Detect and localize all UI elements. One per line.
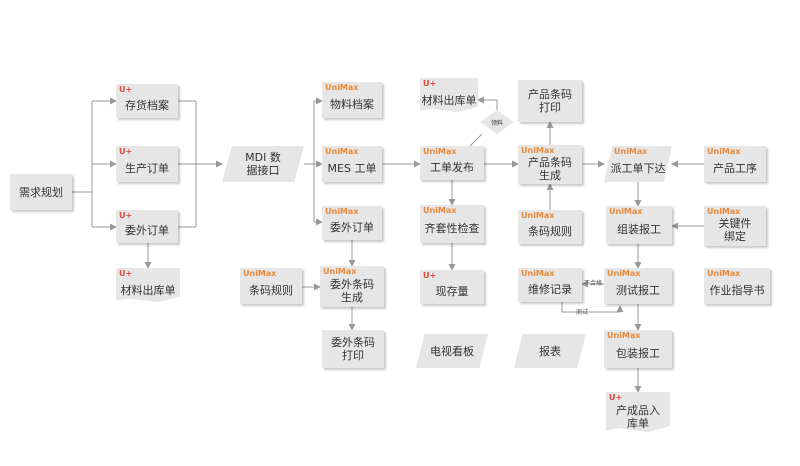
- mes-work-order-node: UniMax MES 工单: [322, 146, 382, 182]
- finished-goods-receipt-label: 产成品入 库单: [616, 404, 660, 430]
- uplus-tag: U+: [609, 393, 623, 402]
- dispatch-order-release-label: 派工单下达: [610, 161, 666, 175]
- fail-edge-label: 不合格: [584, 280, 603, 287]
- outsourcing-barcode-gen-label: 委外条码 生成: [330, 277, 374, 304]
- material-issue-top-node: U+ 材料出库单: [420, 78, 478, 112]
- unimax-tag: UniMax: [423, 206, 457, 215]
- finished-goods-receipt-node: U+ 产成品入 库单: [606, 392, 670, 432]
- report-label: 报表: [539, 344, 561, 358]
- inventory-archive-node: U+ 存货档案: [116, 84, 178, 118]
- mdi-interface-label: MDI 数 据接口: [245, 151, 281, 177]
- kitting-decision-label: 领料: [490, 119, 503, 127]
- test-report-label: 测试报工: [616, 283, 660, 297]
- barcode-rule-left-node: UniMax 条码规则: [240, 268, 302, 304]
- outsourcing-order-left-label: 委外订单: [125, 224, 169, 237]
- product-process-label: 产品工序: [713, 161, 757, 175]
- work-instruction-label: 作业指导书: [709, 283, 765, 297]
- production-order-node: U+ 生产订单: [116, 146, 178, 182]
- tv-board-label: 电视看板: [430, 344, 474, 358]
- outsourcing-barcode-print-node: 委外条码 打印: [322, 330, 384, 368]
- edge-decision-to-material-issue: [477, 96, 498, 110]
- unimax-tag: UniMax: [325, 147, 359, 156]
- barcode-rule-right-label: 条码规则: [528, 224, 572, 238]
- material-issue-left-label: 材料出库单: [120, 283, 176, 297]
- unimax-tag: UniMax: [423, 147, 457, 156]
- key-part-binding-node: UniMax 关键件 绑定: [704, 206, 766, 246]
- work-order-release-node: UniMax 工单发布: [420, 146, 484, 180]
- assembly-report-label: 组装报工: [617, 222, 661, 236]
- demand-planning-label: 需求规划: [19, 185, 63, 199]
- product-process-node: UniMax 产品工序: [704, 146, 766, 182]
- uplus-tag: U+: [423, 271, 437, 280]
- product-barcode-gen-label: 产品条码 生成: [528, 155, 572, 182]
- mdi-interface-node: MDI 数 据接口: [222, 146, 304, 182]
- unimax-tag: UniMax: [707, 147, 741, 156]
- repair-record-label: 维修记录: [528, 282, 572, 296]
- work-instruction-node: UniMax 作业指导书: [704, 268, 770, 304]
- test-report-node: UniMax 测试报工: [604, 268, 672, 304]
- unimax-tag: UniMax: [614, 147, 648, 156]
- demand-planning-node: 需求规划: [10, 174, 72, 210]
- uplus-tag: U+: [423, 79, 437, 88]
- material-issue-top-label: 材料出库单: [421, 93, 477, 107]
- barcode-rule-right-node: UniMax 条码规则: [518, 210, 582, 244]
- mes-work-order-label: MES 工单: [327, 161, 377, 175]
- production-order-label: 生产订单: [125, 161, 169, 175]
- assembly-report-node: UniMax 组装报工: [606, 206, 672, 244]
- outsourcing-order-left-node: U+ 委外订单: [116, 210, 178, 243]
- material-archive-label: 物料档案: [330, 97, 374, 111]
- edge-release-to-decision: [467, 133, 483, 149]
- outsourcing-barcode-print-label: 委外条码 打印: [331, 336, 375, 362]
- unimax-tag: UniMax: [325, 207, 359, 216]
- unimax-tag: UniMax: [325, 83, 359, 92]
- product-barcode-gen-node: UniMax 产品条码 生成: [518, 145, 582, 184]
- unimax-tag: UniMax: [521, 269, 555, 278]
- unimax-tag: UniMax: [607, 269, 641, 278]
- test-edge-label: 测试: [576, 309, 589, 316]
- unimax-tag: UniMax: [607, 331, 641, 340]
- unimax-tag: UniMax: [609, 207, 643, 216]
- repair-record-node: UniMax 维修记录: [518, 268, 582, 302]
- kitting-check-node: UniMax 齐套性检查: [420, 205, 484, 243]
- material-issue-left-node: U+ 材料出库单: [116, 268, 180, 302]
- edge-repair-to-test: [561, 302, 624, 313]
- kitting-check-label: 齐套性检查: [424, 221, 480, 235]
- unimax-tag: UniMax: [707, 269, 741, 278]
- unimax-tag: UniMax: [323, 267, 357, 276]
- outsourcing-order-mid-node: UniMax 委外订单: [322, 206, 382, 240]
- report-node: 报表: [514, 334, 586, 368]
- uplus-tag: U+: [119, 147, 133, 156]
- product-barcode-print-node: 产品条码 打印: [518, 80, 582, 122]
- dispatch-order-release-node: UniMax 派工单下达: [604, 146, 672, 182]
- uplus-tag: U+: [119, 211, 133, 220]
- unimax-tag: UniMax: [707, 207, 741, 216]
- unimax-tag: UniMax: [521, 211, 555, 220]
- uplus-tag: U+: [119, 269, 133, 278]
- inventory-archive-label: 存货档案: [125, 98, 169, 112]
- tv-board-node: 电视看板: [416, 334, 488, 368]
- unimax-tag: UniMax: [521, 146, 555, 155]
- barcode-rule-left-label: 条码规则: [249, 283, 293, 297]
- unimax-tag: UniMax: [243, 269, 277, 278]
- packing-report-node: UniMax 包装报工: [604, 330, 672, 368]
- work-order-release-label: 工单发布: [430, 160, 474, 174]
- current-stock-label: 现存量: [435, 284, 469, 298]
- outsourcing-barcode-gen-node: UniMax 委外条码 生成: [320, 266, 384, 307]
- material-archive-node: UniMax 物料档案: [322, 82, 382, 118]
- packing-report-label: 包装报工: [616, 346, 660, 360]
- uplus-tag: U+: [119, 85, 133, 94]
- product-barcode-print-label: 产品条码 打印: [528, 88, 572, 114]
- outsourcing-order-mid-label: 委外订单: [330, 220, 374, 234]
- current-stock-node: U+ 现存量: [420, 270, 484, 304]
- key-part-binding-label: 关键件 绑定: [718, 217, 752, 243]
